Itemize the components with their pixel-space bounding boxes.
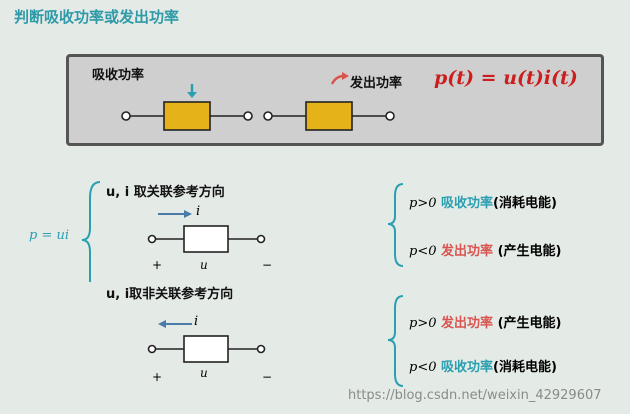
rule-row: p<0 吸收功率(消耗电能) <box>409 360 557 375</box>
plus-sign: + <box>152 258 163 272</box>
minus-sign-2: − <box>262 370 273 384</box>
p-equals-ui: p = ui <box>29 228 70 243</box>
element-box-2 <box>305 101 353 131</box>
right-brace-2 <box>387 295 404 387</box>
right-arrow-icon <box>158 210 192 218</box>
associated-direction-label: u, i 取关联参考方向 <box>106 185 225 200</box>
rule-row: p>0 吸收功率(消耗电能) <box>409 196 557 211</box>
element-box-1 <box>163 101 211 131</box>
minus-sign: − <box>262 258 273 272</box>
watermark: https://blog.csdn.net/weixin_42929607 <box>348 388 602 403</box>
left-arrow-icon <box>158 320 192 328</box>
rule-row: p>0 发出功率 (产生电能) <box>409 316 562 331</box>
nonassoc-circuit <box>147 320 266 363</box>
left-brace <box>81 181 101 282</box>
assoc-circuit <box>147 210 266 253</box>
voltage-symbol: u <box>200 258 208 272</box>
power-formula: p(t) = u(t)i(t) <box>434 67 578 89</box>
current-symbol-2: i <box>194 314 199 329</box>
page-title: 判断吸收功率或发出功率 <box>14 8 180 26</box>
current-symbol: i <box>196 204 201 219</box>
down-arrow-icon <box>187 84 197 98</box>
voltage-symbol-2: u <box>200 366 208 380</box>
absorb-label: 吸收功率 <box>92 68 145 83</box>
top-circuit <box>121 84 395 131</box>
right-brace-1 <box>387 183 404 267</box>
emit-label: 发出功率 <box>350 76 403 91</box>
rule-row: p<0 发出功率 (产生电能) <box>409 244 562 259</box>
non-associated-direction-label: u, i取非关联参考方向 <box>106 287 234 302</box>
curved-arrow-icon <box>330 72 349 85</box>
plus-sign-2: + <box>152 370 163 384</box>
